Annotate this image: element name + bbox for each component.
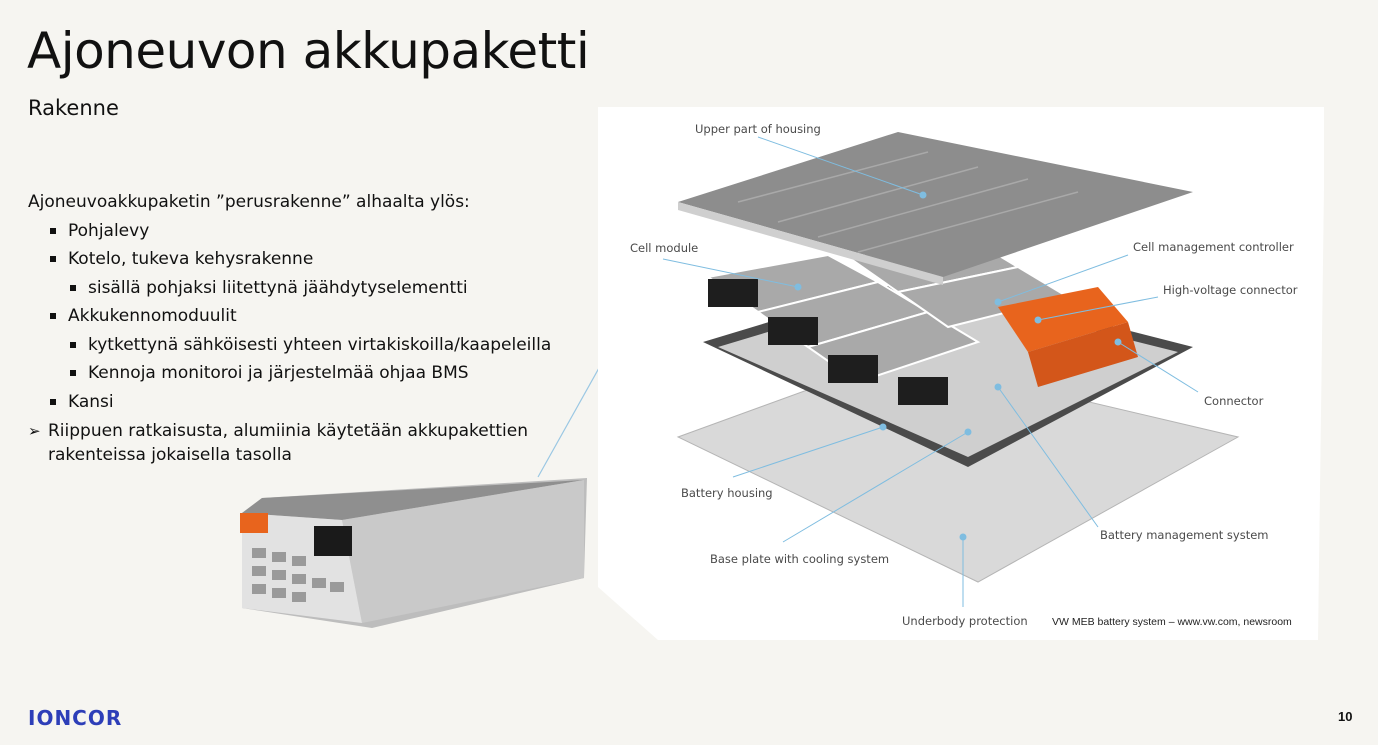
- square-bullet-icon: [70, 341, 76, 348]
- callout-base-plate: Base plate with cooling system: [710, 552, 890, 566]
- square-bullet-icon: [50, 227, 56, 234]
- callout-high-voltage-connector: High-voltage connector: [1163, 283, 1298, 297]
- callout-cell-module: Cell module: [630, 241, 699, 255]
- square-bullet-icon: [50, 256, 56, 262]
- callout-underbody-protection: Underbody protection: [902, 614, 1028, 628]
- slide-title: Ajoneuvon akkupaketti: [27, 22, 590, 80]
- exploded-battery-diagram: [598, 107, 1324, 640]
- list-item: Kennoja monitoroi ja järjestelmää ohjaa …: [28, 359, 588, 388]
- company-logo: IONCOR: [28, 706, 123, 730]
- callout-cell-management-controller: Cell management controller: [1133, 240, 1294, 254]
- bullet-intro: Ajoneuvoakkupaketin ”perusrakenne” alhaa…: [28, 192, 470, 212]
- slide-subtitle: Rakenne: [28, 96, 119, 120]
- image-credit: VW MEB battery system – www.vw.com, news…: [1052, 616, 1292, 628]
- arrow-bullet-icon: ➢: [28, 422, 41, 440]
- arrow-bullet-item: ➢Riippuen ratkaisusta, alumiinia käytetä…: [28, 421, 529, 465]
- list-item: Akkukennomoduulit: [28, 302, 588, 331]
- list-item: Pohjalevy: [28, 217, 588, 246]
- callout-connector: Connector: [1204, 394, 1264, 408]
- list-item: kytkettynä sähköisesti yhteen virtakisko…: [28, 331, 588, 360]
- callout-battery-housing: Battery housing: [681, 486, 773, 500]
- list-item: Kansi: [28, 388, 588, 417]
- square-bullet-icon: [50, 398, 56, 405]
- callout-battery-management-system: Battery management system: [1100, 528, 1269, 542]
- bullet-items: Pohjalevy Kotelo, tukeva kehysrakenne si…: [28, 217, 588, 417]
- battery-module-image: [240, 478, 587, 628]
- bullet-list: Ajoneuvoakkupaketin ”perusrakenne” alhaa…: [28, 188, 588, 467]
- page-number: 10: [1338, 709, 1353, 724]
- square-bullet-icon: [70, 284, 76, 291]
- square-bullet-icon: [50, 313, 56, 319]
- list-item: Kotelo, tukeva kehysrakenne: [28, 245, 588, 274]
- list-item: sisällä pohjaksi liitettynä jäähdytysele…: [28, 274, 588, 303]
- callout-upper-housing: Upper part of housing: [695, 122, 821, 136]
- square-bullet-icon: [70, 370, 76, 376]
